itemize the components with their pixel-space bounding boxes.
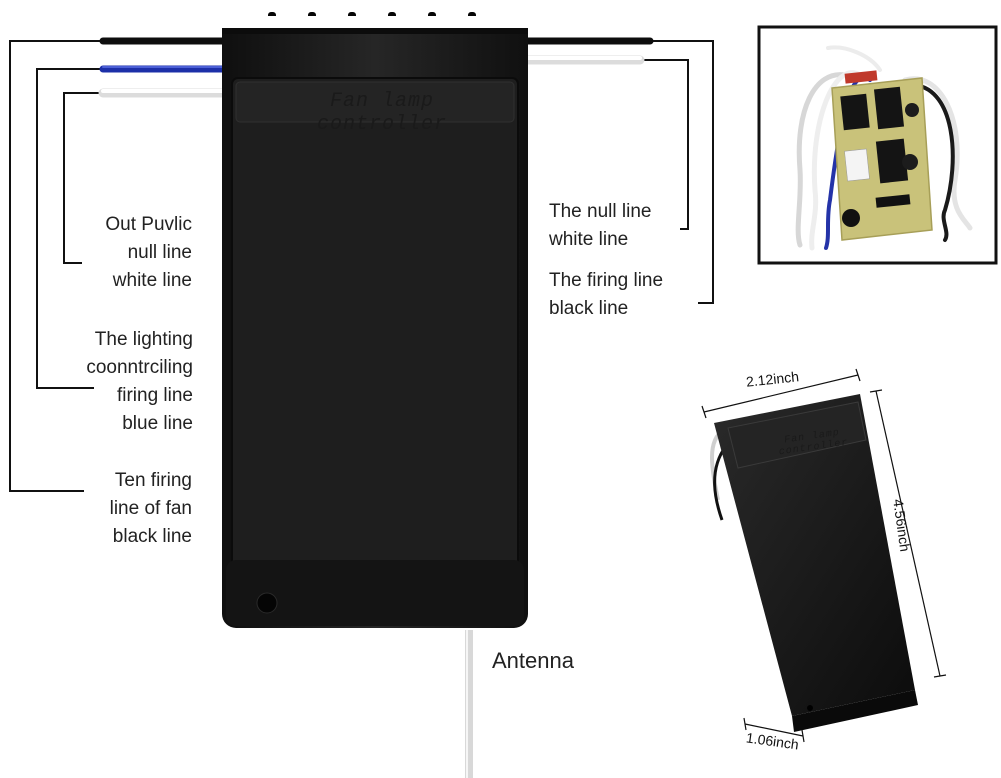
- small-device: [710, 394, 918, 732]
- controller-label: Fan lamp controller: [316, 90, 448, 136]
- controller-body: [222, 12, 528, 628]
- leader-firing-line: [650, 40, 714, 304]
- wires-right: [515, 37, 654, 65]
- dim-height-line: [875, 390, 941, 677]
- pcb-inset: [757, 25, 998, 265]
- leader-fan-firing: [9, 40, 103, 492]
- label-antenna: Antenna: [492, 648, 574, 673]
- label-fan-firing-line: Ten firing line of fan black line: [109, 470, 192, 547]
- leader-lines-left: [9, 40, 103, 492]
- leader-null-line: [640, 59, 689, 230]
- label-firing-line: The firing line black line: [549, 270, 664, 319]
- dim-width-line: [703, 374, 859, 413]
- label-null-line: The null line white line: [549, 201, 652, 250]
- label-out-public-null-line: Out Puvlic null line white line: [105, 214, 192, 291]
- led-hole: [256, 592, 278, 614]
- dimension-arrows: [701, 368, 947, 743]
- dim-depth-line: [744, 723, 804, 737]
- wires-left: [98, 37, 237, 98]
- leader-lines-right: [640, 40, 714, 304]
- leader-out-null: [63, 92, 103, 264]
- label-lighting-controlling-line: The lighting coonntrciling firing line b…: [86, 329, 193, 434]
- leader-lighting: [36, 68, 103, 389]
